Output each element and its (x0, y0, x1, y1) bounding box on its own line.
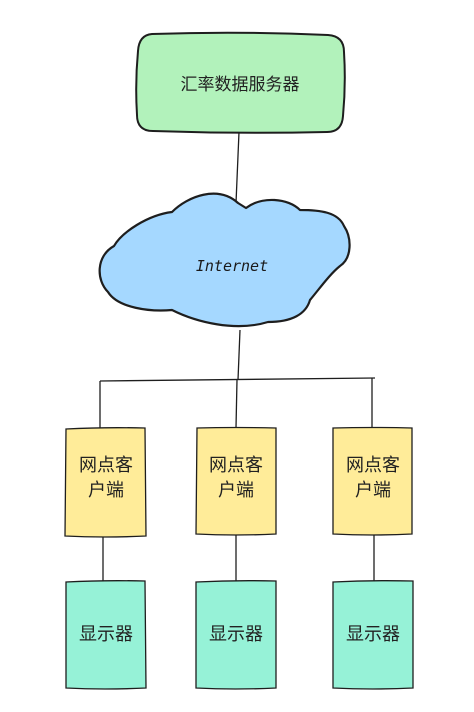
client-label-line1: 网点客 (79, 455, 133, 476)
client-label-line2: 户端 (355, 480, 391, 501)
display-node-3: 显示器 (332, 580, 414, 690)
connectors (99, 131, 376, 582)
cloud-shape (98, 192, 351, 328)
display-label: 显示器 (346, 624, 400, 645)
display-box (195, 580, 277, 690)
client-node-3: 网点客 户端 (332, 426, 413, 536)
cloud-to-bus-line (237, 329, 241, 381)
internet-cloud: Internet (98, 192, 351, 328)
client-label-line1: 网点客 (346, 455, 400, 476)
client-label-line2: 户端 (218, 480, 254, 501)
client-box (64, 427, 147, 538)
client-label-line1: 网点客 (209, 455, 263, 476)
server-to-cloud-line (235, 131, 240, 204)
display-label: 显示器 (79, 624, 133, 645)
server-label: 汇率数据服务器 (181, 75, 300, 95)
display-node-1: 显示器 (65, 580, 147, 690)
client-box (195, 426, 277, 536)
display-label: 显示器 (209, 624, 263, 645)
client-node-2: 网点客 户端 (195, 426, 277, 536)
internet-label: Internet (196, 257, 268, 275)
display-box (332, 580, 414, 690)
client-box (332, 426, 413, 536)
client-node-1: 网点客 户端 (64, 427, 147, 538)
display-node-2: 显示器 (195, 580, 277, 690)
bus-line (99, 377, 376, 382)
client-label-line2: 户端 (88, 480, 124, 501)
server-box (135, 31, 346, 134)
server-node: 汇率数据服务器 (135, 31, 346, 134)
display-box (65, 580, 147, 690)
bus-to-client-2-line (235, 379, 238, 429)
